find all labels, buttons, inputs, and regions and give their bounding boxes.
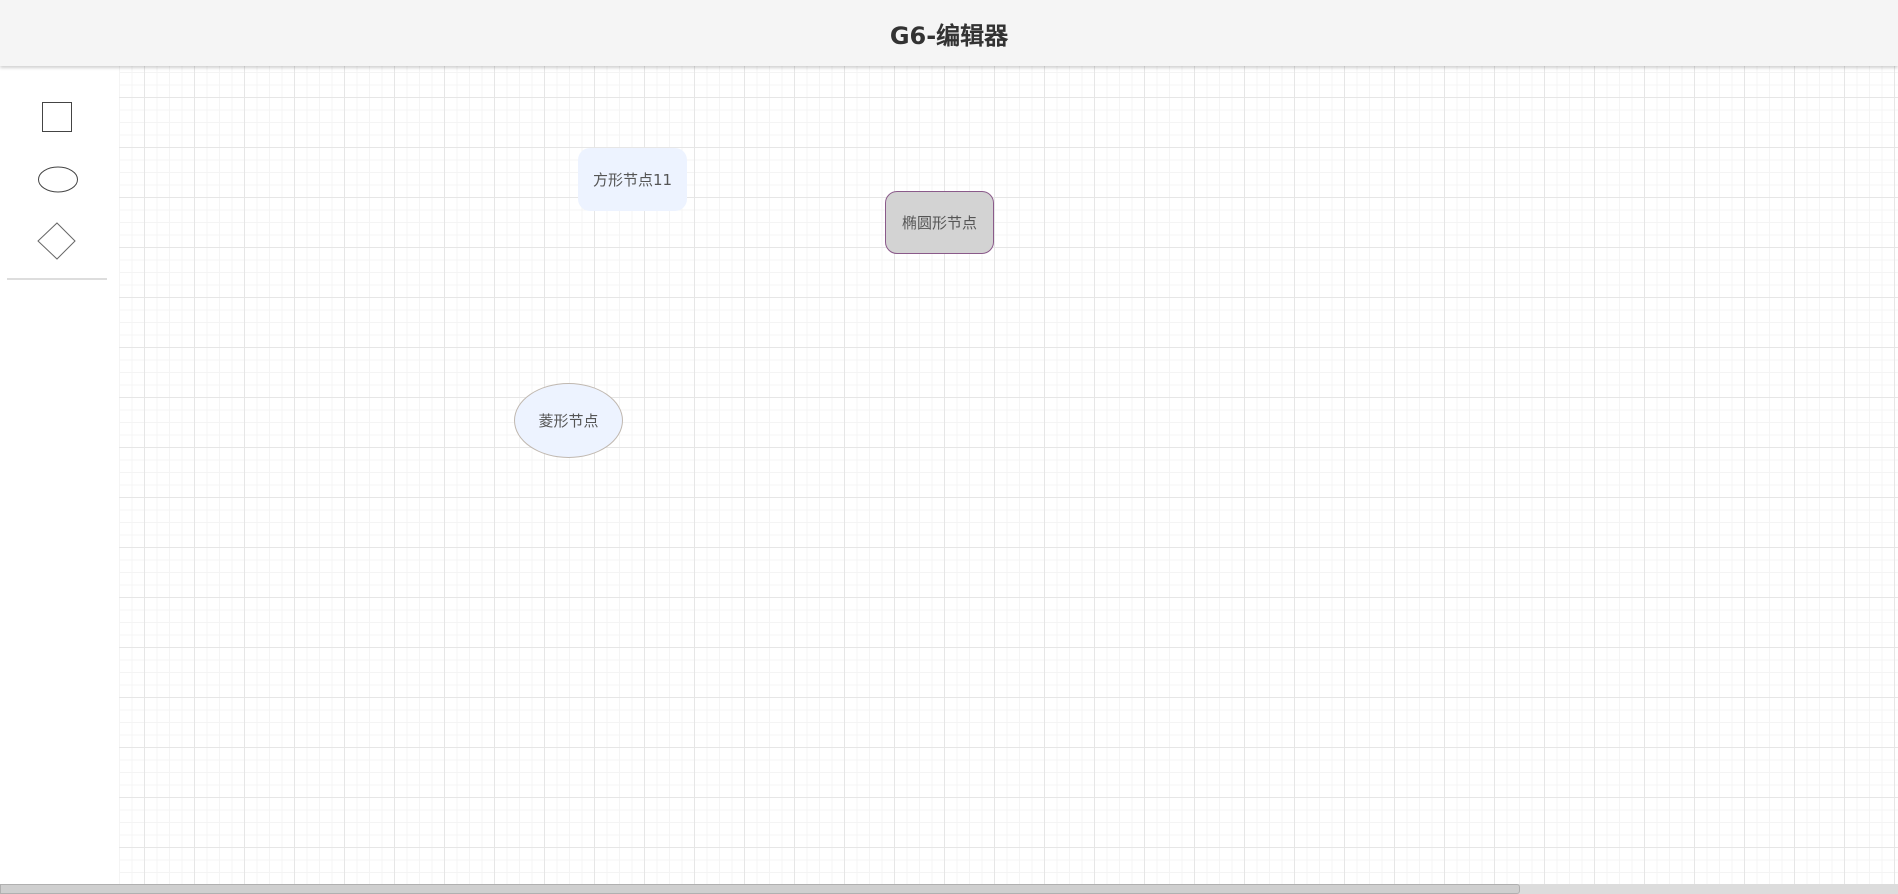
shape-palette: [0, 66, 119, 884]
node-label: 椭圆形节点: [901, 214, 977, 232]
app-header: G6-编辑器: [0, 0, 1898, 66]
diamond-icon[interactable]: [37, 222, 76, 260]
rect-node[interactable]: 方形节点11: [578, 148, 687, 211]
page-title: G6-编辑器: [889, 21, 1009, 50]
node-label: 方形节点11: [592, 171, 673, 189]
graph-canvas[interactable]: 方形节点11 椭圆形节点 菱形节点: [119, 66, 1898, 884]
ellipse-icon[interactable]: [38, 166, 78, 193]
square-icon[interactable]: [42, 102, 72, 132]
ellipse-node[interactable]: 菱形节点: [514, 383, 623, 458]
horizontal-scrollbar[interactable]: [0, 884, 1898, 894]
scrollbar-thumb[interactable]: [0, 884, 1520, 894]
rounded-rect-node[interactable]: 椭圆形节点: [885, 191, 994, 254]
node-label: 菱形节点: [538, 412, 599, 430]
